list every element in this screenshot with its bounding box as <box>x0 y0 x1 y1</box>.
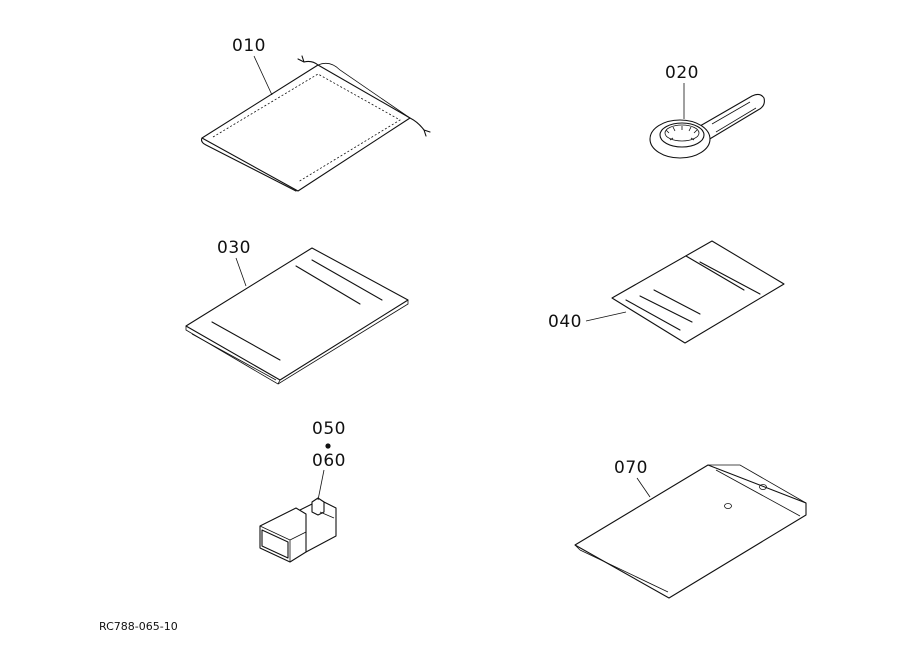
and-dot <box>325 443 331 449</box>
part-label-070: 070 <box>614 458 648 478</box>
part-010-bag <box>200 55 431 192</box>
drawing-code: RC788-065-10 <box>99 620 178 633</box>
leader-040 <box>585 311 627 322</box>
part-020-wrench <box>649 93 765 159</box>
part-label-040: 040 <box>548 312 582 332</box>
part-label-010: 010 <box>232 36 266 56</box>
leader-010 <box>253 55 273 96</box>
leader-070 <box>636 477 651 498</box>
part-label-020: 020 <box>665 63 699 83</box>
part-label-050: 050 <box>312 419 346 439</box>
part-040-sheet <box>611 240 785 344</box>
leader-050-060 <box>317 469 325 501</box>
leader-030 <box>235 257 247 287</box>
part-label-030: 030 <box>217 238 251 258</box>
part-050-060-connector <box>259 497 337 563</box>
part-070-envelope <box>574 464 807 599</box>
part-030-manual <box>185 247 409 385</box>
part-label-060: 060 <box>312 451 346 471</box>
